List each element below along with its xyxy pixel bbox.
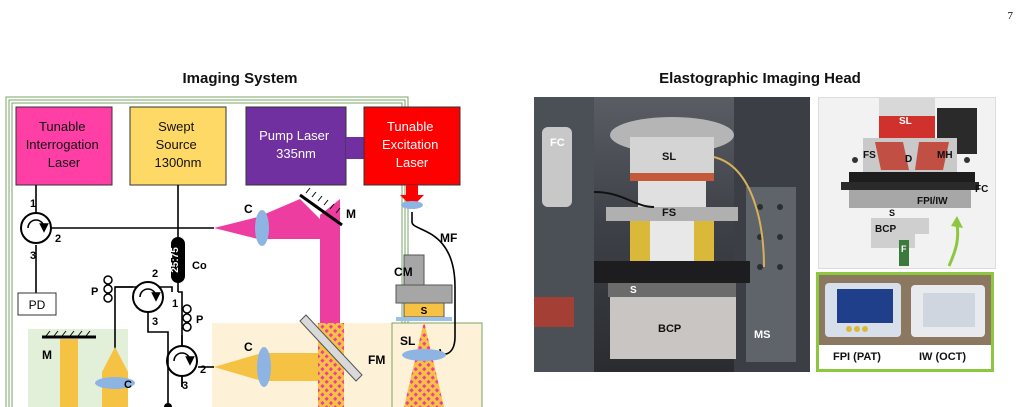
tunable-interrogation-label-1: Tunable (39, 119, 86, 134)
photo-main-bcp: BCP (658, 323, 682, 335)
c-top-label: C (244, 202, 253, 216)
co-label: Co (192, 260, 207, 272)
photo-side-bcp: BCP (875, 224, 897, 235)
interrogation-beam-cone (214, 217, 258, 239)
photo-side-art (841, 98, 979, 266)
coupler-25-75: 25:75 (170, 237, 185, 283)
polarization-controller-lower (182, 304, 192, 332)
photo-main-art (534, 97, 810, 372)
polarization-controller-upper (103, 275, 113, 303)
c-mid-label: C (244, 340, 253, 354)
oct-beam-cone (214, 353, 262, 381)
p-upper-label: P (91, 286, 98, 298)
svg-text:FM: FM (368, 353, 385, 367)
photo-side-fs: FS (863, 150, 876, 161)
tunable-excitation-laser-box: Tunable Excitation Laser (363, 106, 461, 186)
photo-side-f: F (901, 244, 907, 254)
inset-fpi-label: FPI (PAT) (833, 351, 881, 363)
svg-text:PD: PD (29, 298, 46, 312)
oct-beam-horizontal (262, 353, 318, 381)
tunable-interrogation-label-3: Laser (48, 155, 81, 170)
svg-text:M: M (346, 207, 356, 221)
imaging-system-diagram: Tunable Interrogation Laser Swept Source… (5, 96, 483, 407)
imaging-head-photo-side: SL FS D MH FC FPI/IW S BCP F (818, 97, 996, 269)
dichroic-mirror-fm: FM (299, 314, 385, 382)
photo-side-fc: FC (975, 184, 989, 195)
pump-coupler-block (346, 137, 364, 159)
inset-iw-label: IW (OCT) (919, 351, 967, 363)
imaging-head-title: Elastographic Imaging Head (659, 70, 861, 87)
circulator-2 (132, 281, 164, 313)
lens-c-top (255, 210, 269, 246)
page-number: 7 (1007, 10, 1014, 22)
svg-text:2: 2 (152, 268, 158, 280)
sl-label: SL (400, 334, 415, 348)
mirror-m-top: M (299, 187, 356, 227)
photo-side-fpi-iw: FPI/IW (917, 196, 948, 207)
photo-main-s: S (630, 285, 637, 296)
svg-text:2: 2 (55, 233, 61, 245)
photo-side-sl: SL (899, 116, 912, 127)
lens-c-mid (257, 347, 271, 387)
photo-main-sl: SL (662, 151, 677, 163)
port-numbers: 1 2 3 2 1 3 2 3 (30, 198, 206, 392)
svg-text:3: 3 (182, 380, 188, 392)
svg-text:M: M (42, 348, 52, 362)
excitation-lens (401, 201, 423, 209)
tunable-interrogation-label-2: Interrogation (26, 137, 99, 152)
photo-main-fs: FS (662, 207, 677, 219)
excitation-beam (400, 185, 424, 207)
mf-label: MF (440, 231, 457, 245)
photo-side-s: S (889, 208, 896, 218)
reference-mirror-m: M (42, 330, 96, 362)
svg-text:3: 3 (30, 250, 36, 262)
imaging-head-photo-main: FC SL FS S BCP MS (534, 97, 810, 372)
pump-laser-box: Pump Laser 335nm (245, 106, 347, 186)
p-lower-label: P (196, 314, 203, 326)
sample-focus-cone (404, 321, 444, 407)
interrogation-beam-bend (258, 199, 320, 239)
photo-main-fc: FC (550, 137, 565, 149)
sample-stage: CM S (394, 254, 453, 321)
svg-text:Swept Source 1300n: Swept Source 1300nm (155, 119, 202, 170)
lens-sl (402, 349, 446, 361)
reference-beam-cone (102, 347, 128, 372)
imaging-system-title: Imaging System (182, 70, 298, 87)
svg-text:Tunable Excitation: Tunable Excitation Laser (382, 119, 442, 170)
tunable-interrogation-laser-box: Tunable Interrogation Laser (15, 106, 113, 186)
svg-text:2: 2 (200, 364, 206, 376)
svg-text:Tunable Interrogation: Tunable Interrogation Laser (26, 119, 103, 170)
photodetector-box: PD (17, 292, 57, 316)
svg-text:CM: CM (394, 265, 413, 279)
lens-c-left (95, 377, 135, 389)
svg-text:1: 1 (172, 298, 178, 310)
svg-text:1: 1 (30, 198, 36, 210)
inset-art (819, 275, 991, 369)
fpi-iw-inset: FPI (PAT) IW (OCT) (816, 272, 994, 372)
reference-beam-left (60, 339, 78, 407)
photo-side-mh: MH (937, 150, 953, 161)
photo-side-d: D (905, 154, 913, 165)
svg-text:25:75: 25:75 (170, 247, 181, 273)
interrogation-beam-vertical (320, 199, 340, 327)
swept-source-box: Swept Source 1300nm (129, 106, 227, 186)
svg-text:S: S (421, 306, 428, 317)
svg-text:Pump Laser 335nm: Pump Laser 335nm (259, 128, 333, 161)
circulator-3 (166, 345, 198, 377)
c-left-label: C (124, 379, 132, 391)
inset-connector-arrow (947, 216, 963, 267)
photo-main-ms: MS (754, 329, 771, 341)
svg-text:3: 3 (152, 316, 158, 328)
circulator-1 (20, 212, 52, 244)
